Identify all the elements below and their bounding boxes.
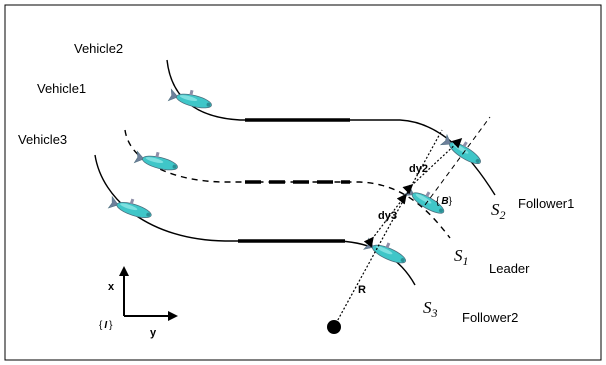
s2-label: S2 — [491, 200, 506, 222]
follower1-label: Follower1 — [518, 196, 574, 211]
dy3-arrow — [363, 193, 407, 248]
inertial-frame-label: {I} — [99, 320, 113, 331]
s1-label: S1 — [454, 246, 469, 268]
s3-label: S3 — [423, 298, 438, 320]
leader-label: Leader — [489, 261, 530, 276]
vehicle3-label: Vehicle3 — [18, 132, 67, 147]
dy3-label: dy3 — [378, 210, 397, 222]
axis-x-label: x — [108, 281, 115, 293]
body-frame-label: {B} — [436, 196, 453, 207]
axis-y-label: y — [150, 327, 157, 339]
vehicle1-label: Vehicle1 — [37, 81, 86, 96]
radius-label: R — [358, 284, 366, 296]
vehicle2-label: Vehicle2 — [74, 41, 123, 56]
dy2-arrow — [402, 137, 463, 195]
follower2-label: Follower2 — [462, 310, 518, 325]
dy2-label: dy2 — [409, 163, 428, 175]
origin-dot — [327, 320, 341, 334]
vehicle1-path — [124, 129, 451, 239]
